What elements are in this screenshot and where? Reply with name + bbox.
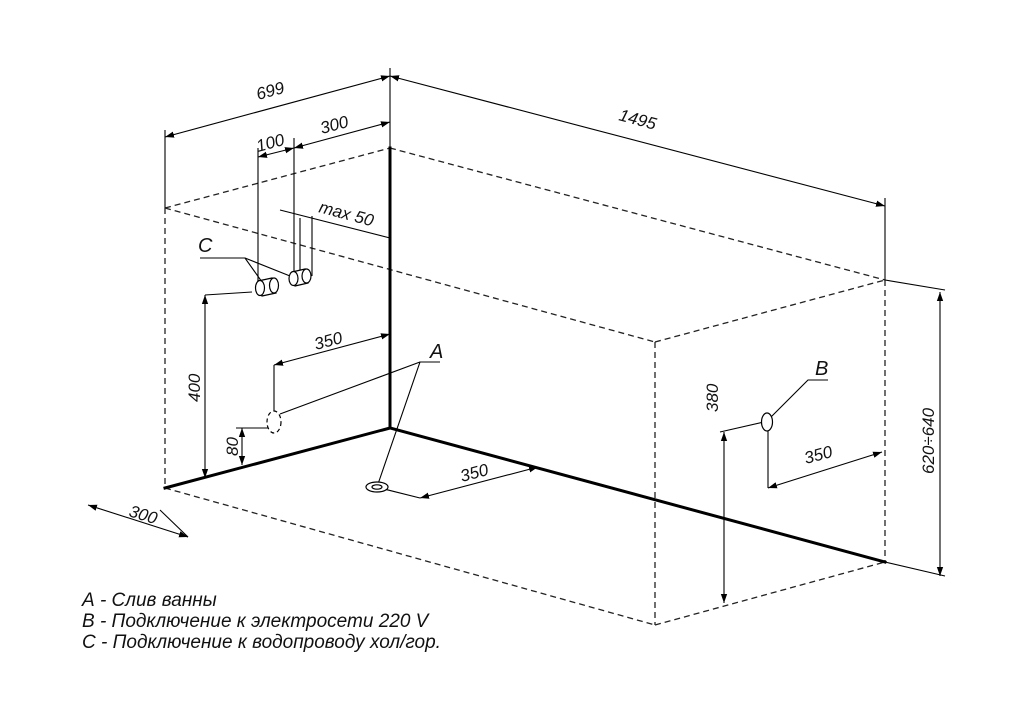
label-a: A: [429, 341, 443, 363]
dim-max-depth: max 50: [317, 198, 376, 231]
connection-points: [254, 268, 774, 493]
dimension-labels: 699 100 300 max 50 1495 400 350 80 300 3…: [127, 78, 938, 528]
dim-outlet-height: 380: [703, 383, 722, 412]
dimension-lines: [87, 75, 944, 603]
dim-pipe-height: 400: [185, 373, 204, 402]
water-supply-pipe-right: [288, 268, 312, 287]
legend-item-c: С - Подключение к водопроводу хол/гор.: [82, 632, 441, 653]
wall-edges: [163, 146, 887, 564]
drain-wall-outlet: [266, 410, 282, 434]
dim-outlet-offset: 350: [802, 442, 835, 468]
legend: А - Слив ванны В - Подключение к электро…: [82, 590, 441, 653]
dim-drain-offset-floor: 350: [458, 460, 491, 486]
legend-item-a: А - Слив ванны: [82, 590, 217, 611]
dim-drain-height: 80: [223, 437, 242, 456]
hidden-edges: [164, 147, 886, 626]
label-b: B: [815, 358, 828, 380]
dim-total-height: 620÷640: [919, 407, 938, 474]
point-letters: C A B: [198, 235, 828, 380]
legend-item-b: В - Подключение к электросети 220 V: [82, 611, 429, 632]
dim-total-width: 699: [254, 78, 287, 104]
water-supply-pipe-left: [254, 277, 280, 297]
label-c: C: [198, 235, 213, 257]
electrical-outlet: [760, 412, 774, 432]
dim-pipe-spacing: 100: [254, 130, 287, 156]
dim-length: 1495: [617, 106, 659, 134]
leader-lines: [200, 257, 828, 485]
drain-floor-outlet: [365, 481, 389, 493]
dim-drain-offset-wall: 350: [312, 328, 345, 354]
dim-front-offset: 300: [127, 502, 160, 529]
